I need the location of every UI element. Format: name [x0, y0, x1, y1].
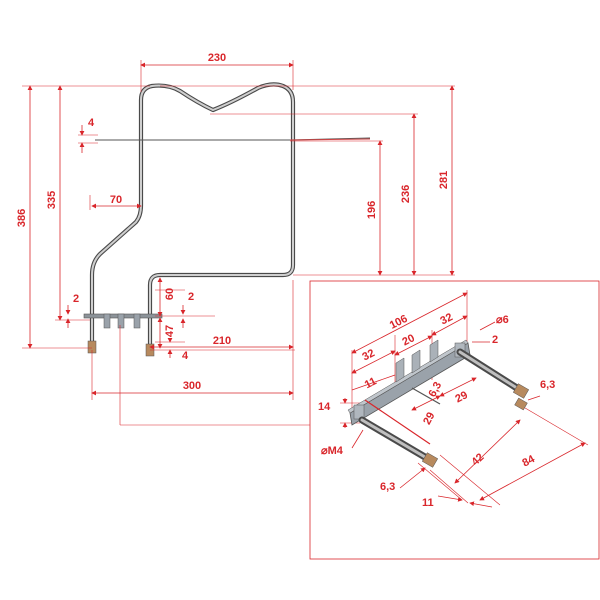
dim-width-top: 230	[208, 52, 226, 64]
dim-gap-2-right: 2	[188, 291, 194, 303]
dim-gap-4-top: 4	[88, 117, 95, 129]
dim-height-281: 281	[438, 171, 450, 189]
dim-gap-2-left: 2	[73, 293, 79, 305]
dim-gap-4-bottom: 4	[182, 350, 189, 362]
dim-29-a: 29	[421, 410, 437, 426]
main-view: 230 386 335 196 236 281 70 4 2 60 2	[16, 52, 455, 426]
dim-height-335: 335	[46, 191, 58, 209]
dim-11-top: 11	[363, 375, 379, 391]
dim-dia-6: ⌀6	[496, 314, 509, 326]
dim-32-top: 32	[438, 311, 454, 327]
dim-2-detail: 2	[492, 334, 498, 346]
dim-106: 106	[388, 313, 410, 332]
dim-total-height: 386	[16, 209, 28, 227]
dim-m4: ⌀M4	[321, 445, 344, 457]
dim-84: 84	[520, 453, 537, 470]
detail-view: 106 32 ⌀6 20 32 2 11 6,3 6,3 29 29	[309, 280, 600, 560]
dim-42: 42	[469, 451, 486, 468]
extension-lines	[22, 60, 455, 426]
dim-height-60: 60	[164, 288, 176, 300]
dim-32-left: 32	[360, 347, 376, 363]
dim-height-236: 236	[400, 185, 412, 203]
dim-height-196: 196	[366, 201, 378, 219]
dim-width-210: 210	[213, 335, 231, 347]
detail-frame	[309, 280, 600, 560]
dim-height-47: 47	[164, 325, 176, 337]
dim-11-bottom: 11	[422, 497, 434, 509]
detail-tubes	[358, 348, 530, 468]
heating-element-tube	[83, 82, 371, 357]
dim-width-300: 300	[183, 380, 201, 392]
dim-offset-70: 70	[110, 194, 122, 206]
dim-6-3-mid: 6,3	[426, 380, 444, 399]
dim-6-3-bottom: 6,3	[380, 481, 395, 493]
dim-6-3-right: 6,3	[540, 379, 555, 391]
dim-14: 14	[318, 401, 331, 413]
dim-20: 20	[400, 332, 416, 348]
dim-29-b: 29	[453, 389, 469, 405]
